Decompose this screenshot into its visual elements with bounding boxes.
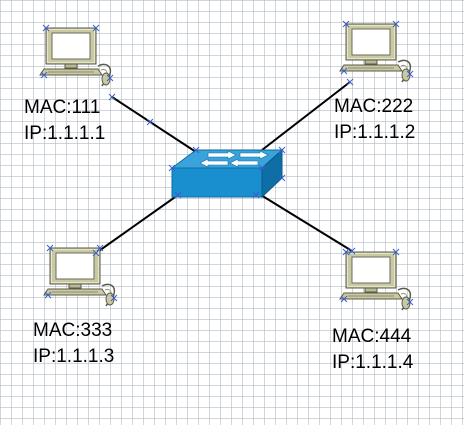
host-ip-label: IP:1.1.1.1 xyxy=(24,123,105,144)
network-switch-icon[interactable] xyxy=(168,146,286,199)
desktop-computer-icon[interactable] xyxy=(43,244,118,307)
host-mac-label: MAC:444 xyxy=(332,326,412,347)
host-ip-label: IP:1.1.1.2 xyxy=(334,122,415,143)
host-pc4[interactable]: MAC:444 IP:1.1.1.4 xyxy=(332,248,414,373)
desktop-computer-icon[interactable] xyxy=(339,20,414,83)
link-pc4-switch xyxy=(255,191,353,252)
host-pc3[interactable]: MAC:333 IP:1.1.1.3 xyxy=(33,244,118,367)
link-pc2-switch xyxy=(261,81,351,151)
host-ip-label: IP:1.1.1.4 xyxy=(332,352,414,373)
desktop-computer-icon[interactable] xyxy=(39,24,114,87)
host-pc1[interactable]: MAC:111 IP:1.1.1.1 xyxy=(24,24,114,144)
host-ip-label: IP:1.1.1.3 xyxy=(33,346,114,367)
link-pc1-switch xyxy=(111,96,197,153)
desktop-computer-icon[interactable] xyxy=(339,248,414,311)
host-mac-label: MAC:333 xyxy=(33,320,112,341)
link-pc3-switch xyxy=(95,194,179,254)
host-mac-label: MAC:111 xyxy=(24,97,100,118)
host-pc2[interactable]: MAC:222 IP:1.1.1.2 xyxy=(334,20,415,143)
host-mac-label: MAC:222 xyxy=(334,96,413,117)
links-layer xyxy=(95,81,353,254)
